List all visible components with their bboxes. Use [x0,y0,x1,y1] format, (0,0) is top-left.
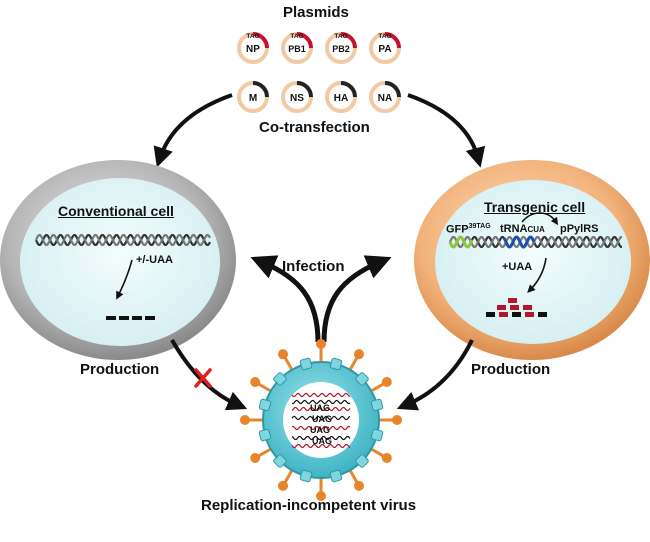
plasmid-name: PB2 [332,44,350,54]
production-left-label: Production [80,361,160,378]
virus-knob [370,398,384,412]
cotransfection-label: Co-transfection [259,119,370,136]
virus-spike [367,380,388,394]
transgenic-cell-title: Transgenic cell [484,199,586,215]
virus-spike [367,446,388,460]
plasmids-title: Plasmids [283,4,349,21]
truncated-protein-dashes [106,316,155,320]
arrow-production-left [170,339,248,411]
codon-1: UAG [310,403,330,413]
rna-strand [291,392,351,398]
virus-knob [355,372,369,386]
virus-spike-tip [250,377,261,387]
plasmid-m: M [236,80,270,114]
virus-knob [299,357,313,371]
plasmid-tag: TAG [246,33,259,40]
virus-knob [329,469,343,483]
arrow-to-transgenic [407,93,486,168]
conventional-dna [35,234,211,246]
plasmid-na: NA [368,80,402,114]
virus-spike [254,380,275,394]
arrow-production-right [396,339,474,411]
conventional-cell [0,160,236,360]
plasmid-tag: TAG [334,33,347,40]
virus-spike-tip [392,415,402,425]
virus-spike-tip [278,480,288,491]
gfp-label: GFP39TAG [446,223,491,236]
trna-subscript: CUA [527,225,545,234]
virus-knob [273,454,287,468]
virus-knob [258,398,272,412]
virus-spike [281,353,295,374]
plasmid-name: PB1 [288,44,306,54]
virus-spike-tip [240,415,250,425]
transgenic-cell [414,160,650,360]
trna-text: tRNA [500,223,528,235]
virus-knob [370,428,384,442]
arrow-to-conventional [153,93,233,168]
gfp-text: GFP [446,223,469,236]
virus-spike-tip [278,349,288,360]
virus-spike-tip [354,349,364,360]
virus-spike [254,446,275,460]
plasmid-name: HA [334,93,348,104]
full-protein-blocks [486,298,547,317]
plasmid-tag: TAG [290,33,303,40]
codon-3: UAG [310,425,330,435]
virus-knob [258,428,272,442]
virus-spike [347,466,361,487]
virus-spike [347,353,361,374]
plasmid-name: M [249,93,257,104]
plasmid-np: NP TAG [236,31,270,65]
infection-label: Infection [282,258,345,275]
codon-4: UAG [312,436,332,446]
virus-spike-tip [316,339,326,349]
virus-knob [299,469,313,483]
plasmid-name: PA [378,44,391,55]
trna-label: tRNACUA [500,223,545,235]
conventional-treatment: +/-UAA [136,254,173,266]
virus-spike-tip [381,453,392,463]
transgenic-treatment: +UAA [502,261,533,273]
virus-spike-tip [250,453,261,463]
virus-knob [273,372,287,386]
conventional-cell-title: Conventional cell [58,203,174,219]
virus-knob [329,357,343,371]
plasmid-pb1: PB1 TAG [280,31,314,65]
plasmid-name: NP [246,44,260,55]
pylrs-label: pPylRS [560,223,599,235]
production-right-label: Production [471,361,551,378]
virus-spike [281,466,295,487]
virus-spike-tip [354,480,364,491]
virus-knob [355,454,369,468]
plasmid-ha: HA [324,80,358,114]
plasmid-name: NS [290,93,304,104]
virus-spike-tip [381,377,392,387]
gfp-superscript: 39TAG [468,223,491,230]
virus-label: Replication-incompetent virus [201,497,417,514]
plasmid-pb2: PB2 TAG [324,31,358,65]
plasmid-ns: NS [280,80,314,114]
plasmid-tag: TAG [378,33,391,40]
codon-2: UAG [312,414,332,424]
blocked-cross [194,368,212,388]
plasmid-pa: PA TAG [368,31,402,65]
plasmid-name: NA [378,93,392,104]
